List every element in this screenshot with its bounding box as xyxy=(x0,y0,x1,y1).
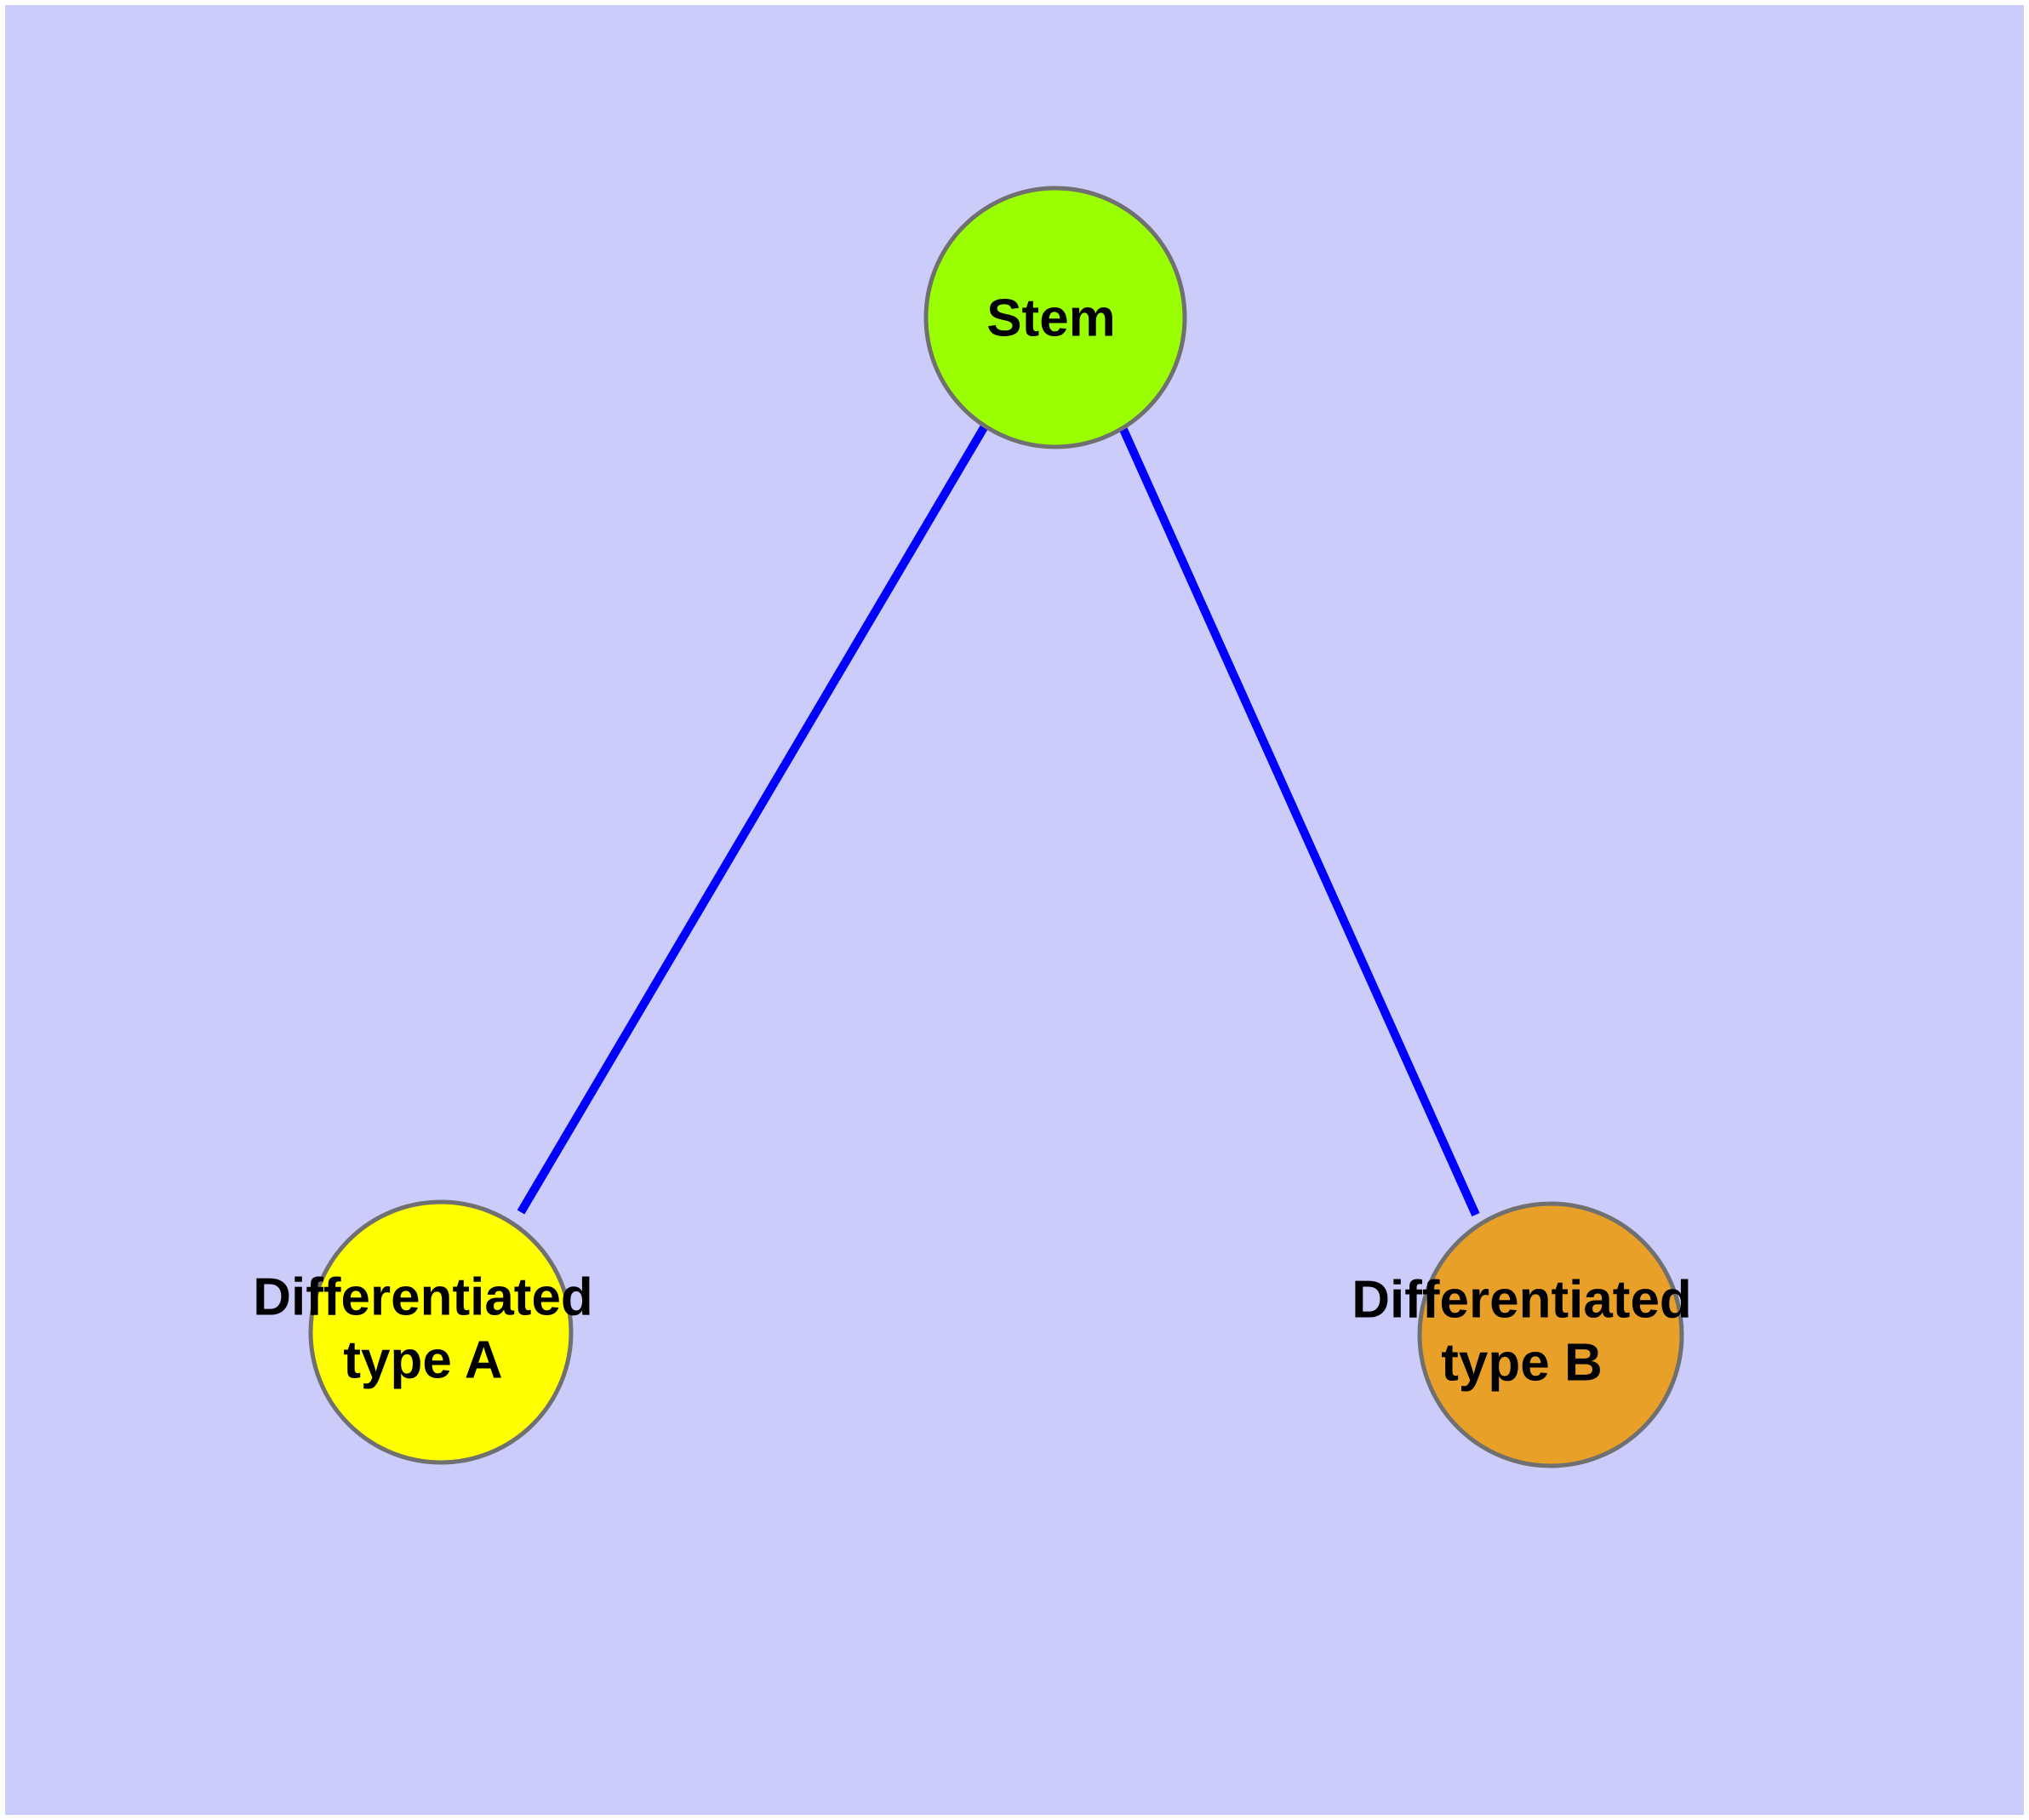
node-stem-label: Stem xyxy=(986,289,1116,348)
edge-stem-to-differentiated-type-a[interactable] xyxy=(517,422,990,1215)
node-stem-circle[interactable] xyxy=(923,186,1187,449)
edge-stem-to-differentiated-type-b[interactable] xyxy=(1117,423,1480,1217)
node-differentiated-type-b-circle[interactable] xyxy=(1417,1201,1684,1468)
edges-layer xyxy=(517,422,1480,1217)
node-stem[interactable]: Stem xyxy=(923,186,1187,449)
node-differentiated-type-a-circle[interactable] xyxy=(308,1199,574,1465)
